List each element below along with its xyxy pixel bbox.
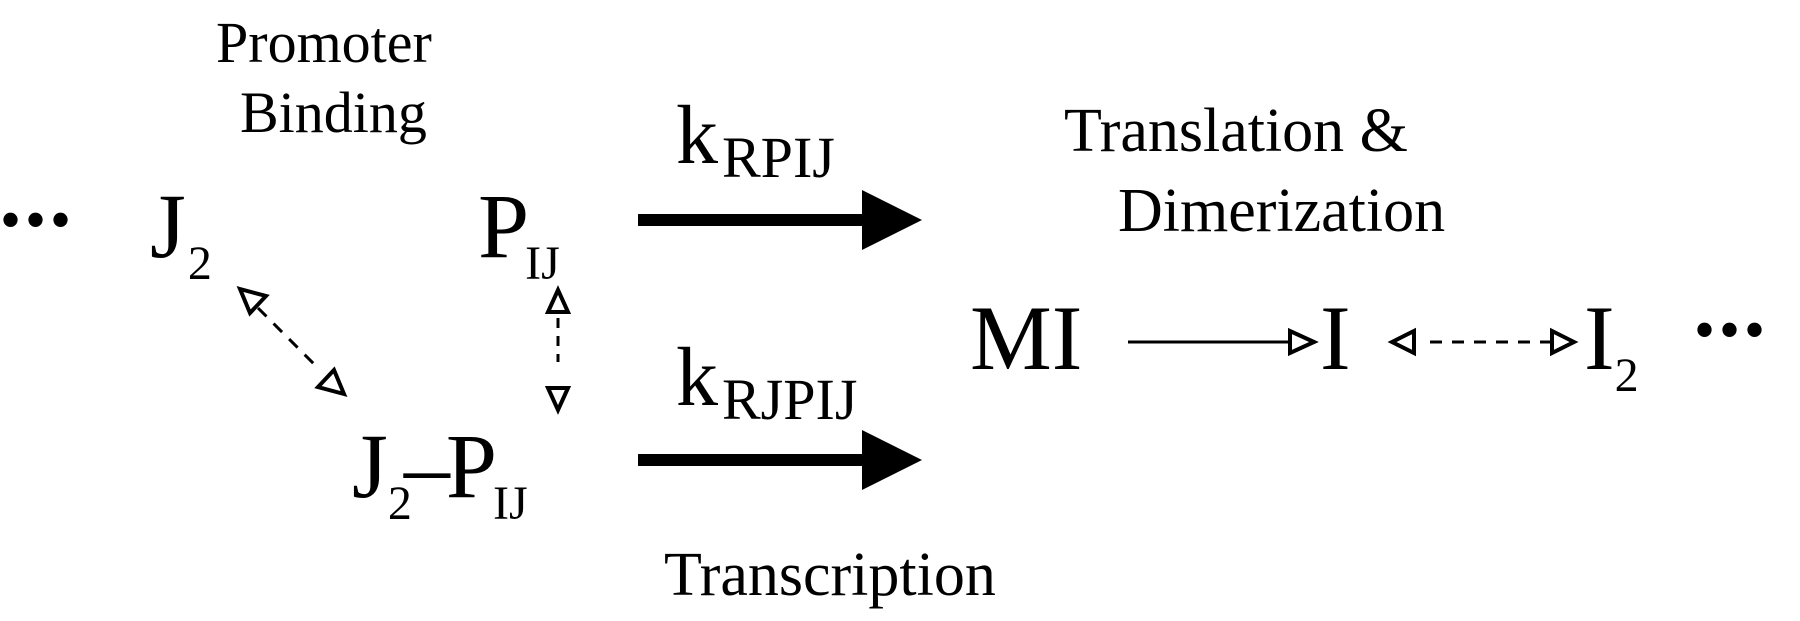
complex-p-base: P <box>445 415 497 517</box>
species-i2: I2 <box>1584 292 1639 400</box>
dashed-arrow-i-i2 <box>1387 327 1579 357</box>
species-j2: J2 <box>150 180 212 288</box>
rate-k1-sub: RPIJ <box>722 125 835 190</box>
ellipsis-right: ••• <box>1694 297 1770 363</box>
rate-k-rpij: kRPIJ <box>676 94 835 187</box>
arrow-mi-to-i <box>1128 327 1319 357</box>
promoter-binding-label-line2: Binding <box>240 80 427 145</box>
translation-label-line1: Translation & <box>1064 97 1408 165</box>
species-pij-sub: IJ <box>525 237 560 290</box>
species-mi: MI <box>970 287 1083 389</box>
rate-k1-base: k <box>676 89 718 182</box>
bold-arrow-bottom <box>638 430 922 490</box>
dashed-arrow-j2-complex <box>236 286 348 397</box>
translation-label-line2: Dimerization <box>1118 177 1446 245</box>
complex-p-sub: IJ <box>492 477 528 530</box>
species-pij: PIJ <box>478 180 564 288</box>
species-j2-pij-complex: J2–PIJ <box>352 420 544 528</box>
dashed-arrow-pij-complex <box>544 285 572 415</box>
species-i: I <box>1320 287 1351 389</box>
species-i2-sub: 2 <box>1614 349 1639 402</box>
species-j2-sub: 2 <box>187 237 212 290</box>
complex-j-sub: 2 <box>387 477 412 530</box>
promoter-binding-label-line1: Promoter <box>216 10 432 75</box>
complex-j-base: J <box>352 415 388 517</box>
species-pij-base: P <box>478 175 530 277</box>
ellipsis-left: ••• <box>0 187 76 253</box>
species-i2-base: I <box>1584 287 1615 389</box>
transcription-label: Transcription <box>664 541 996 609</box>
rate-k-rjpij: kRJPIJ <box>676 336 857 429</box>
rate-k2-base: k <box>676 331 718 424</box>
rate-k2-sub: RJPIJ <box>722 367 858 432</box>
complex-dash: – <box>403 415 450 517</box>
species-j2-base: J <box>150 175 186 277</box>
bold-arrow-top <box>638 190 922 250</box>
